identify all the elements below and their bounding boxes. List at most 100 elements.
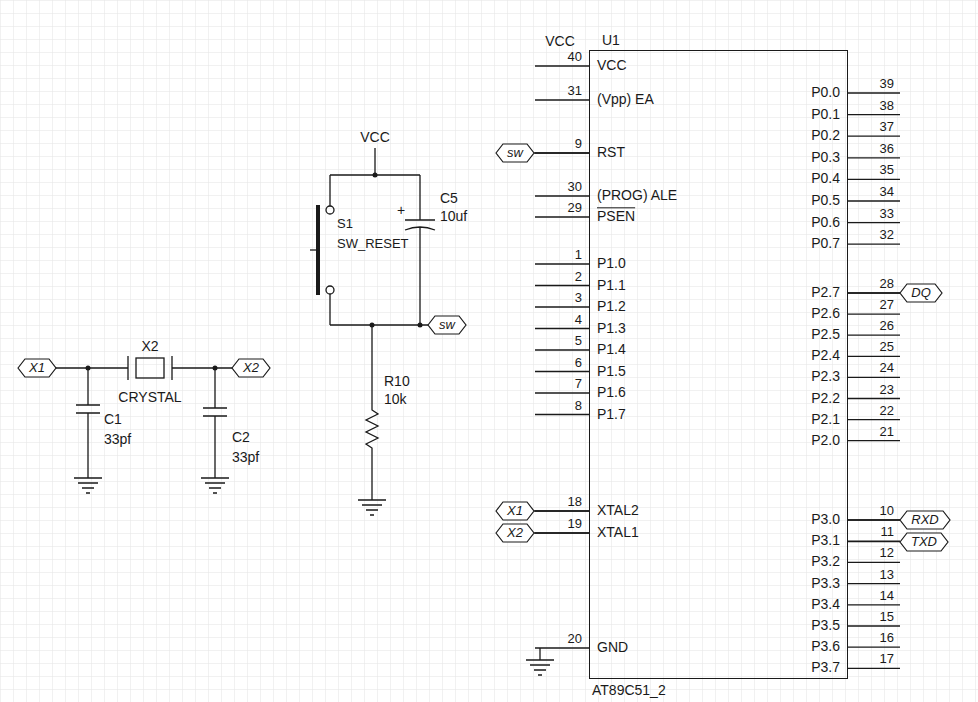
pin-label: P0.3 [811, 150, 840, 165]
flag-outline [18, 359, 56, 377]
pin-label: P0.1 [811, 107, 840, 122]
pin-label: P1.3 [597, 321, 626, 336]
pin-stubs [848, 292, 900, 293]
net-name: sw [496, 144, 534, 162]
pin-stubs [848, 562, 900, 563]
wire [848, 541, 900, 542]
pin-stubs [535, 152, 589, 153]
net-label-flag: sw [428, 316, 466, 334]
pin-stubs [848, 157, 900, 158]
pin-stubs [848, 179, 900, 180]
pin-label: 11 [881, 525, 895, 539]
net-name: RXD [900, 511, 950, 529]
ground-symbol [201, 478, 229, 493]
part-label: 10uf [440, 209, 467, 224]
pin-stubs [535, 371, 589, 372]
crystal-circuit [40, 356, 250, 493]
reset-circuit [310, 148, 440, 515]
pin-label: 10 [880, 504, 894, 518]
pin-label: P1.1 [597, 278, 626, 293]
part-label: 33pf [232, 450, 259, 465]
part-label: X2 [141, 339, 158, 354]
pin-label: P1.2 [597, 299, 626, 314]
pin-label: 32 [880, 228, 894, 242]
pin-stubs [535, 647, 589, 648]
pin-stubs [848, 92, 900, 93]
pin-stubs [535, 195, 589, 196]
net-name: TXD [900, 533, 948, 551]
flag-outline [900, 511, 950, 529]
pin-label: 12 [880, 546, 894, 560]
pin-stubs [848, 114, 900, 115]
pin-label: 22 [880, 403, 894, 417]
pin-label: 17 [880, 652, 894, 666]
pin-stubs [535, 510, 589, 511]
pin-stubs [535, 263, 589, 264]
pin-label: (PROG) ALE [597, 188, 677, 203]
flag-outline [900, 284, 942, 302]
net-label-flag: sw [496, 144, 534, 162]
net-name: X2 [496, 524, 534, 542]
pin-label: P1.6 [597, 385, 626, 400]
net-name: X1 [496, 502, 534, 520]
pin-label: 31 [568, 84, 582, 98]
pin-label: 30 [568, 180, 582, 194]
pin-label: 37 [880, 120, 894, 134]
pin-stubs [848, 625, 900, 626]
pin-label: P3.3 [811, 576, 840, 591]
pin-label: P0.2 [811, 128, 840, 143]
pin-label: 7 [575, 377, 582, 391]
net-label-flag: X1 [18, 359, 56, 377]
flag-outline [900, 533, 948, 551]
net-label-flag: RXD [900, 511, 950, 529]
resistor-symbol [366, 325, 378, 500]
part-number: AT89C51_2 [592, 682, 666, 698]
pin-label: 28 [880, 277, 894, 291]
pin-label: P1.4 [597, 342, 626, 357]
ground-pin [526, 648, 554, 675]
pin-label: 29 [568, 201, 582, 215]
junction-dots [418, 323, 423, 328]
pin-label: 25 [880, 340, 894, 354]
pin-label: 6 [575, 355, 582, 369]
crystal-plate [128, 356, 172, 380]
pin-label: 35 [880, 163, 894, 177]
pin-stubs [848, 356, 900, 357]
ground-symbol [74, 478, 102, 493]
pin-label: P2.0 [811, 433, 840, 448]
pin-label: P0.7 [811, 236, 840, 251]
part-label: + [397, 203, 405, 218]
part-label: 10k [384, 392, 407, 407]
pin-label: 27 [880, 298, 894, 312]
pin-stubs [535, 414, 589, 415]
pin-label: P1.0 [597, 256, 626, 271]
pin-label: VCC [597, 58, 627, 73]
flag-outline [232, 359, 270, 377]
wire [330, 148, 440, 325]
pin-label: 39 [880, 77, 894, 91]
capacitor-symbol [203, 368, 227, 478]
pin-label: 18 [568, 495, 582, 509]
pin-stubs [535, 306, 589, 307]
pin-label: 14 [880, 589, 894, 603]
pin-stubs [535, 216, 589, 217]
pin-stubs [848, 440, 900, 441]
pin-label: P2.7 [811, 285, 840, 300]
pin-label: P2.1 [811, 412, 840, 427]
pin-label: 26 [880, 319, 894, 333]
pin-stubs [848, 136, 900, 137]
pin-label: RST [597, 145, 625, 160]
net-label-flag: DQ [900, 284, 942, 302]
pin-label: GND [597, 640, 628, 655]
pin-label: 4 [575, 312, 582, 326]
ground-symbol [526, 660, 554, 675]
pin-label: P3.4 [811, 597, 840, 612]
pin-label: 20 [568, 632, 582, 646]
junction-dots [370, 323, 375, 328]
pin-label: P2.2 [811, 391, 840, 406]
pin-label: 34 [880, 185, 894, 199]
wire [534, 510, 589, 511]
pin-stubs [848, 313, 900, 314]
pin-stubs [848, 519, 900, 520]
